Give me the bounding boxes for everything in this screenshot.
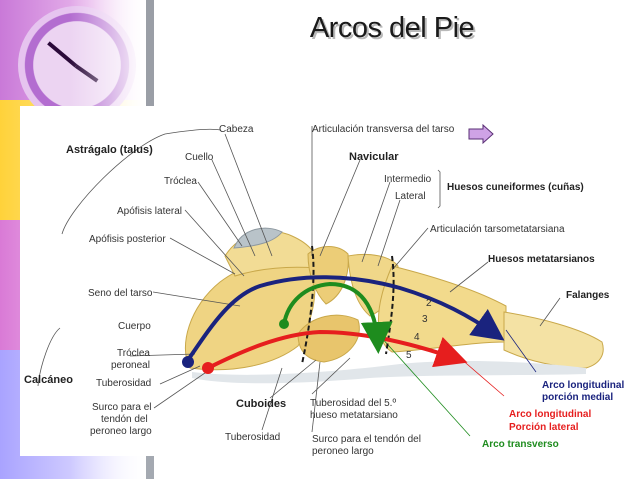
talus-trochlea — [233, 227, 283, 249]
right-arrow-icon — [468, 123, 494, 145]
sole-shadow — [192, 361, 586, 384]
calcaneus-bone — [184, 259, 316, 371]
label-troclea-peroneal-2: peroneal — [111, 360, 150, 371]
label-tuberosidad-bottom: Tuberosidad — [225, 432, 281, 443]
label-num-5: 5 — [406, 350, 412, 361]
label-surco-tendon-2: peroneo largo — [312, 446, 374, 457]
transverse-arch-arrow — [282, 281, 393, 354]
label-surco-3: peroneo largo — [90, 426, 152, 437]
label-articulacion-transversa: Articulación transversa del tarso — [312, 124, 455, 135]
label-troclea: Tróclea — [164, 176, 197, 187]
metatarsal-bones — [378, 265, 507, 353]
label-surco-2: tendón del — [101, 414, 148, 425]
leader-troclea-peroneal — [129, 353, 196, 357]
label-troclea-peroneal-1: Tróclea — [117, 348, 150, 359]
label-surco-tendon-1: Surco para el tendón del — [312, 434, 421, 445]
astragalo-brace — [61, 128, 221, 235]
label-falanges: Falanges — [566, 290, 610, 301]
label-tuberosidad: Tuberosidad — [96, 378, 152, 389]
leader-metatarsianos — [449, 261, 489, 293]
legend-medial-2: porción medial — [542, 392, 614, 403]
next-arrow-button[interactable] — [468, 123, 494, 145]
leader-transverso — [379, 335, 471, 437]
label-intermedio: Intermedio — [384, 174, 432, 185]
leader-surco-tendon — [311, 361, 321, 433]
leader-cuboides — [269, 359, 317, 399]
lateral-arch-arrow — [207, 329, 468, 370]
phalanx-bones — [503, 311, 604, 369]
label-surco-1: Surco para el — [92, 402, 152, 413]
foot-bones — [184, 227, 604, 384]
legend-lateral-2: Porción lateral — [509, 422, 579, 433]
leader-tuberosidad-bottom — [261, 367, 283, 431]
leader-tuberosidad-5 — [311, 357, 351, 395]
leader-tarsometatarsiana — [391, 227, 429, 271]
leader-navicular — [319, 159, 361, 257]
slide-title: Arcos del Pie — [309, 12, 475, 44]
label-cuerpo: Cuerpo — [118, 321, 151, 332]
leader-intermedio — [361, 181, 391, 263]
calcaneo-brace — [37, 327, 61, 387]
label-navicular: Navicular — [349, 151, 399, 163]
label-num-4: 4 — [414, 332, 420, 343]
leader-apofisis-lateral — [184, 209, 245, 277]
leader-cuello — [211, 159, 256, 257]
cuboid-bone — [297, 314, 360, 363]
legend-medial-1: Arco longitudinal — [542, 380, 625, 391]
legend-lateral-1: Arco longitudinal — [509, 409, 592, 420]
legend-transverso: Arco transverso — [482, 439, 559, 450]
label-apofisis-lateral: Apófisis lateral — [117, 206, 183, 217]
label-num-3: 3 — [422, 314, 428, 325]
label-tuberosidad-5-1: Tuberosidad del 5.º — [310, 398, 397, 409]
label-cuello: Cuello — [185, 152, 214, 163]
medial-arch-start — [182, 356, 194, 368]
label-cuboides: Cuboides — [236, 398, 287, 410]
label-huesos-metatarsianos: Huesos metatarsianos — [488, 254, 595, 265]
medial-arch-arrow — [186, 275, 505, 362]
label-calcaneo: Calcáneo — [24, 374, 73, 386]
leader-seno-tarso — [152, 291, 241, 307]
leader-apofisis-posterior — [169, 237, 236, 275]
lateral-arch-start — [202, 362, 214, 374]
leader-lines — [37, 126, 561, 437]
transverse-arch-start — [279, 319, 289, 329]
joint-lines — [301, 245, 395, 365]
label-cabeza: Cabeza — [219, 124, 254, 135]
label-articulacion-tarsometatarsiana: Articulación tarsometatarsiana — [430, 224, 565, 235]
label-seno-tarso: Seno del tarso — [88, 288, 153, 299]
label-astragalo: Astrágalo (talus) — [66, 144, 153, 156]
label-lateral: Lateral — [395, 191, 426, 202]
leader-lateral — [377, 199, 401, 267]
foot-diagram — [37, 126, 604, 437]
label-num-2: 2 — [426, 298, 432, 309]
transverse-tarsal-joint — [301, 245, 315, 365]
leader-cabeza — [224, 133, 273, 257]
cuneiformes-brace — [437, 169, 441, 209]
leader-troclea — [197, 181, 243, 247]
leader-medial — [505, 329, 537, 373]
label-tuberosidad-5-2: hueso metatarsiano — [310, 410, 398, 421]
tarsometatarsal-joint — [385, 255, 395, 355]
leader-tuberosidad — [159, 365, 201, 385]
ribbon-segment — [146, 0, 154, 112]
label-apofisis-posterior: Apófisis posterior — [89, 234, 166, 245]
foot-diagram-panel — [20, 106, 610, 456]
leader-falanges — [539, 297, 561, 327]
label-huesos-cuneiformes: Huesos cuneiformes (cuñas) — [447, 182, 584, 193]
